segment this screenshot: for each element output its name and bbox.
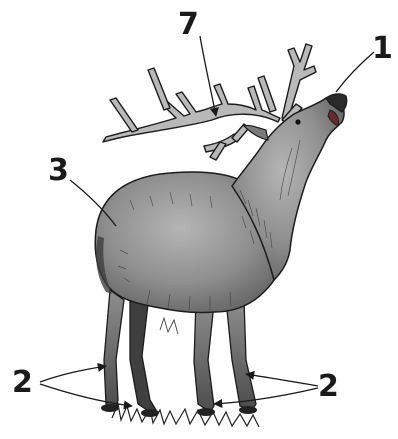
callout-body: 3 [48,153,69,188]
callout-legs-left: 2 [12,365,33,400]
callout-mouth: 1 [372,31,393,66]
callout-antlers: 7 [178,7,199,42]
callout-legs-right: 2 [318,369,339,404]
